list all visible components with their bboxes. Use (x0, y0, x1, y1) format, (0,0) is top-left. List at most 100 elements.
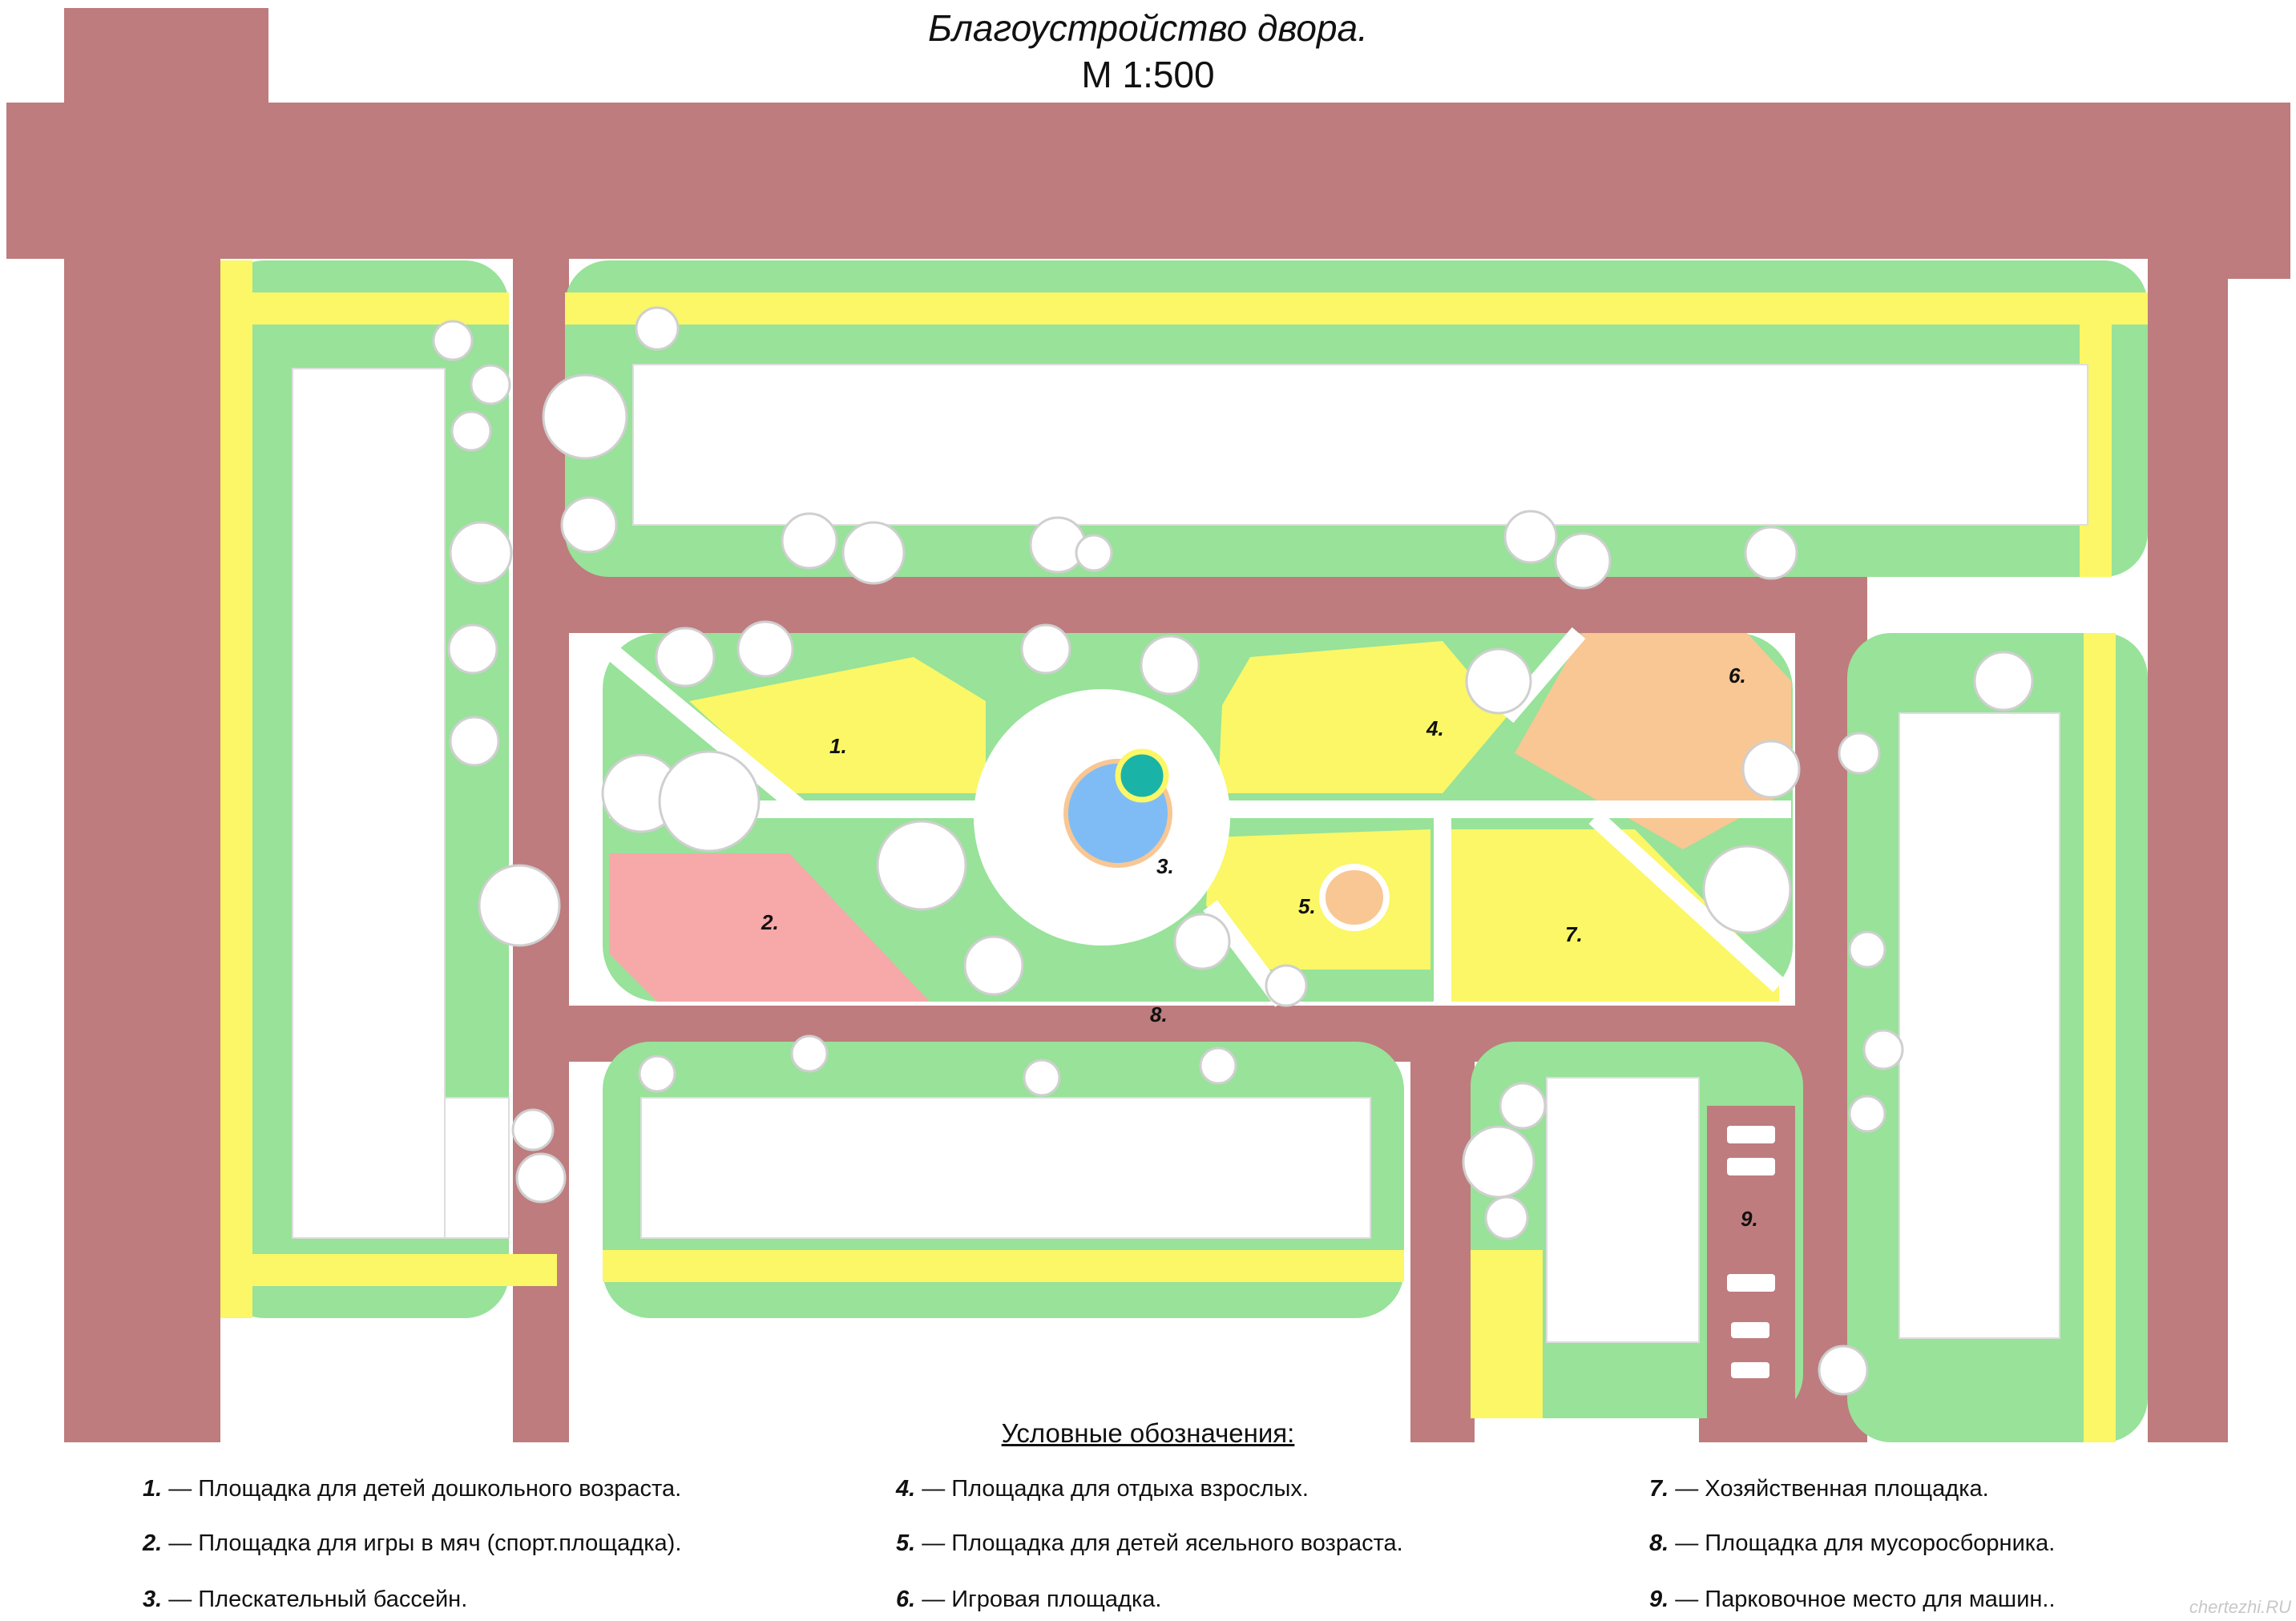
tree (450, 410, 492, 452)
tree (542, 373, 628, 460)
parking-spot (1731, 1322, 1769, 1338)
tree (1173, 913, 1231, 970)
legend-item-1: 1. — Площадка для детей дошкольного возр… (143, 1476, 681, 1502)
block-top-sidewalk (565, 292, 2148, 325)
tree (635, 306, 680, 351)
zone-2-sport-court (609, 853, 930, 1002)
block-lower-right (1471, 1042, 1803, 1418)
tree (1973, 651, 2034, 712)
block-left (220, 260, 557, 1318)
tree (1499, 1082, 1547, 1130)
road-right-vertical (2148, 103, 2228, 1442)
road-top (6, 103, 2290, 259)
road-left-vertical (64, 8, 220, 1442)
legend-item-text: — Плескательный бассейн. (162, 1587, 468, 1612)
tree (876, 820, 967, 911)
legend-item-number: 8. (1649, 1530, 1669, 1556)
road-top-join-right (2228, 103, 2290, 279)
tree (1744, 526, 1798, 580)
tree (1848, 930, 1886, 969)
legend-item-text: — Площадка для игры в мяч (спорт.площадк… (162, 1530, 682, 1556)
plan-scale: М 1:500 (1081, 54, 1215, 95)
legend-item-8: 8. — Площадка для мусоросборника. (1649, 1530, 2055, 1557)
tree (447, 623, 498, 675)
parking-spot (1731, 1362, 1769, 1378)
block-bottom-building (640, 1097, 1371, 1239)
zone-5-toddler-playground (1206, 829, 1430, 970)
block-lower-right-sidewalk (1471, 1250, 1543, 1418)
tree (781, 512, 838, 570)
tree (1020, 623, 1071, 675)
block-left-building-extension (444, 1097, 510, 1239)
path (1588, 810, 1786, 993)
legend-item-text: — Площадка для мусоросборника. (1669, 1530, 2056, 1556)
tree (841, 521, 906, 585)
tree (655, 627, 716, 688)
block-left-sidewalk-top (220, 292, 509, 325)
tree (1838, 732, 1881, 775)
plan-label-4: 4. (1426, 716, 1444, 740)
tree (432, 320, 474, 361)
legend-item-number: 2. (143, 1530, 163, 1556)
tree (511, 1108, 555, 1151)
legend-item-4: 4. — Площадка для отдыха взрослых. (896, 1476, 1309, 1502)
fountain (1115, 748, 1169, 803)
plan-label-8: 8. (1150, 1002, 1168, 1026)
roads (6, 8, 2290, 1442)
legend-item-9: 9. — Парковочное место для машин.. (1649, 1587, 2056, 1613)
zone-4-adult-rest (1218, 641, 1507, 793)
legend-item-7: 7. — Хозяйственная площадка. (1649, 1476, 1989, 1502)
block-lower-right-building (1546, 1077, 1700, 1343)
tree (1818, 1345, 1869, 1396)
road-inner-center-vertical (1410, 1034, 1475, 1442)
legend-item-2: 2. — Площадка для игры в мяч (спорт.площ… (143, 1530, 681, 1557)
tree (963, 935, 1024, 996)
tree (638, 1054, 676, 1093)
parking-spot (1727, 1126, 1775, 1143)
tree (449, 716, 500, 767)
tree (1741, 740, 1801, 799)
legend-item-number: 9. (1649, 1587, 1669, 1612)
legend-item-text: — Игровая площадка. (915, 1587, 1162, 1612)
sandbox (1319, 864, 1390, 931)
tree (1503, 510, 1558, 564)
block-right (1847, 633, 2148, 1442)
block-bottom (603, 1042, 1404, 1318)
plan-title: Благоустройство двора. (928, 7, 1368, 49)
plan-label-5: 5. (1298, 894, 1316, 918)
courtyard (603, 627, 1793, 1007)
tree (1199, 1046, 1237, 1085)
watermark: chertezhi.RU (2189, 1597, 2291, 1617)
legend-item-text: — Площадка для отдыха взрослых. (915, 1476, 1309, 1502)
tree (1465, 647, 1532, 715)
plan-label-3: 3. (1156, 854, 1174, 878)
plan-label-1: 1. (829, 734, 847, 758)
plan-label-2: 2. (761, 910, 779, 934)
tree (790, 1034, 829, 1073)
tree (1862, 1029, 1904, 1071)
block-right-building (1899, 712, 2060, 1339)
parking-spot (1727, 1158, 1775, 1175)
block-left-sidewalk-left (220, 260, 252, 1318)
tree (1075, 534, 1113, 572)
road-top-join-left (220, 8, 268, 108)
tree (736, 620, 794, 678)
tree (1023, 1058, 1061, 1097)
legend-item-text: — Хозяйственная площадка. (1669, 1476, 1989, 1502)
zone-1-preschool-playground (689, 657, 986, 793)
tree (449, 521, 513, 585)
legend-item-number: 7. (1649, 1476, 1669, 1502)
tree (1265, 964, 1308, 1007)
block-left-building (292, 368, 446, 1239)
block-left-sidewalk-bottom (220, 1254, 557, 1286)
legend-item-3: 3. — Плескательный бассейн. (143, 1587, 467, 1613)
zone-7-utility (1451, 829, 1779, 1002)
road-inner-left (513, 259, 569, 1442)
tree (1484, 1196, 1529, 1240)
block-right-sidewalk (2084, 633, 2116, 1442)
plan-labels: 1. 2. 3. 4. 5. 6. 7. 8. 9. (761, 663, 1758, 1231)
legend-item-text: — Площадка для детей ясельного возраста. (915, 1530, 1403, 1556)
trees (432, 306, 2034, 1396)
tree (1554, 532, 1612, 590)
